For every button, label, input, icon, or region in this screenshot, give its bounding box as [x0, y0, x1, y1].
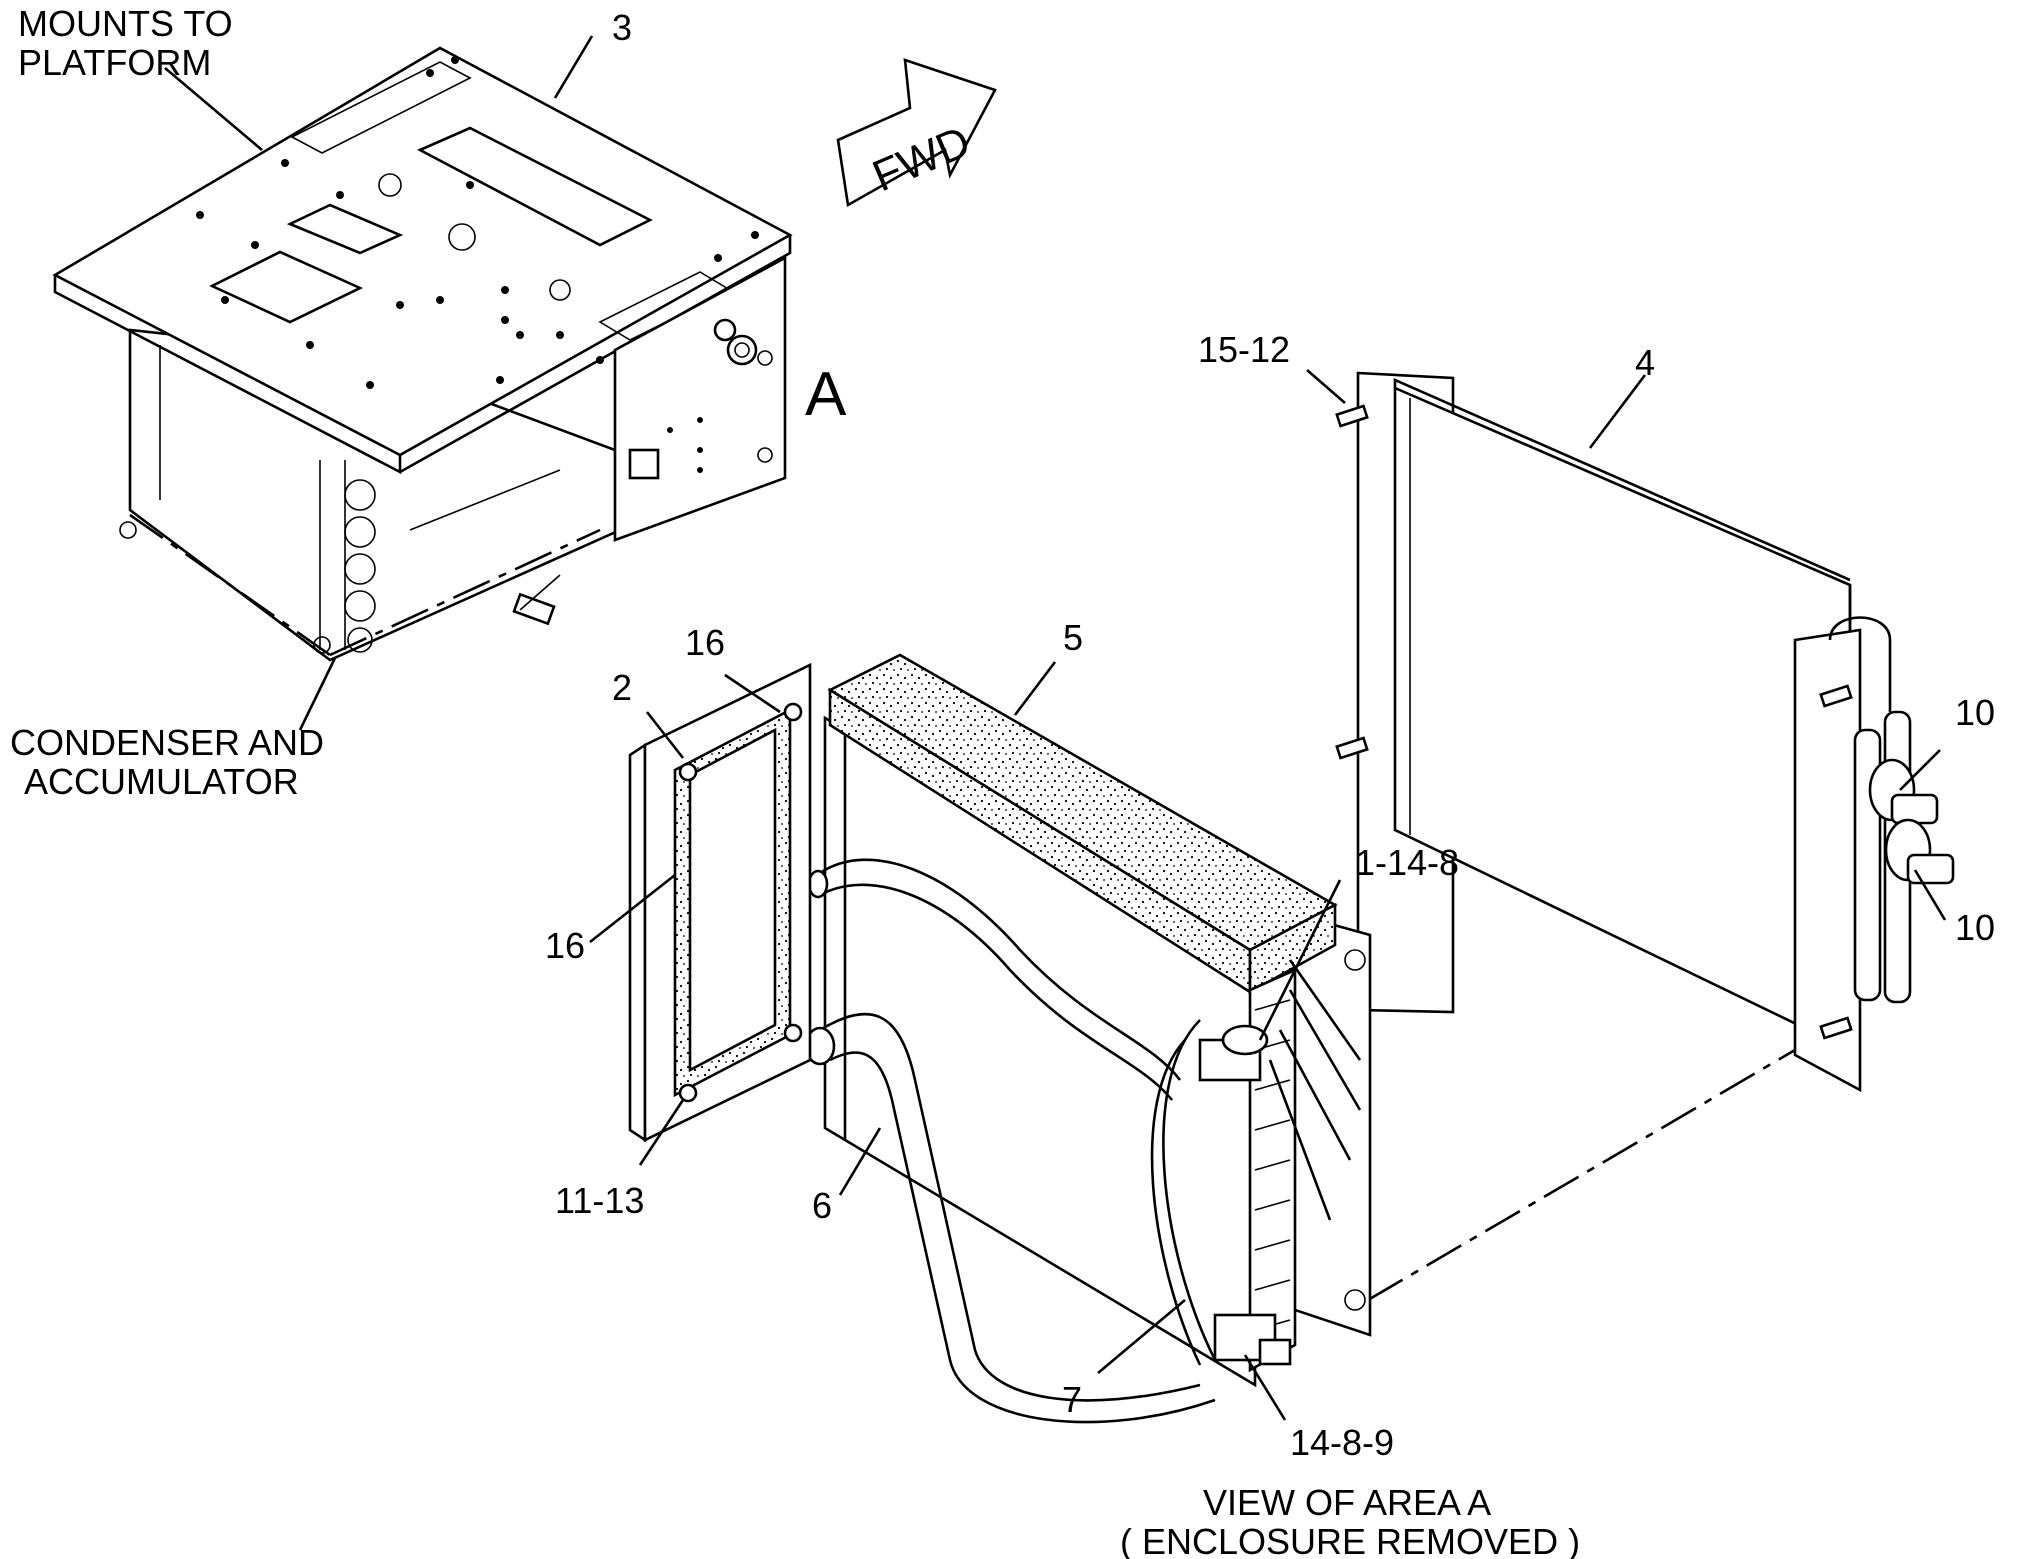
callout-1-14-8: 1-14-8 — [1355, 842, 1459, 883]
callout-11-13: 11-13 — [555, 1180, 644, 1221]
leader-lines — [164, 35, 1947, 1421]
label-condenser-line2: ACCUMULATOR — [24, 761, 299, 802]
callout-15-12: 15-12 — [1198, 329, 1290, 370]
callout-7: 7 — [1062, 1379, 1082, 1420]
callout-14-8-9: 14-8-9 — [1290, 1422, 1394, 1463]
label-area-a: A — [805, 360, 847, 429]
callout-2: 2 — [612, 667, 632, 708]
enclosure-holes — [119, 479, 376, 654]
callout-6: 6 — [812, 1185, 832, 1226]
callout-5: 5 — [1063, 617, 1083, 658]
label-mounts-line1: MOUNTS TO — [18, 3, 233, 44]
label-condenser-line1: CONDENSER AND — [10, 722, 324, 763]
evaporator-assembly — [804, 653, 1372, 1424]
callout-10-bottom: 10 — [1955, 907, 1995, 948]
plate-holes — [196, 56, 759, 389]
gasket-frame-assembly — [628, 662, 812, 1143]
condenser-panel — [1335, 371, 1955, 1302]
text-labels: MOUNTS TO PLATFORM CONDENSER AND ACCUMUL… — [10, 3, 1995, 1559]
enclosure-assembly — [52, 46, 793, 662]
label-view-line2: ( ENCLOSURE REMOVED ) — [1120, 1521, 1580, 1559]
label-mounts-line2: PLATFORM — [18, 42, 211, 83]
callout-16-left: 16 — [545, 925, 585, 966]
forward-arrow: FWD — [836, 58, 997, 208]
label-view-line1: VIEW OF AREA A — [1203, 1482, 1491, 1523]
callout-10-top: 10 — [1955, 692, 1995, 733]
callout-3: 3 — [612, 7, 632, 48]
callout-16-top: 16 — [685, 622, 725, 663]
callout-4: 4 — [1635, 342, 1655, 383]
